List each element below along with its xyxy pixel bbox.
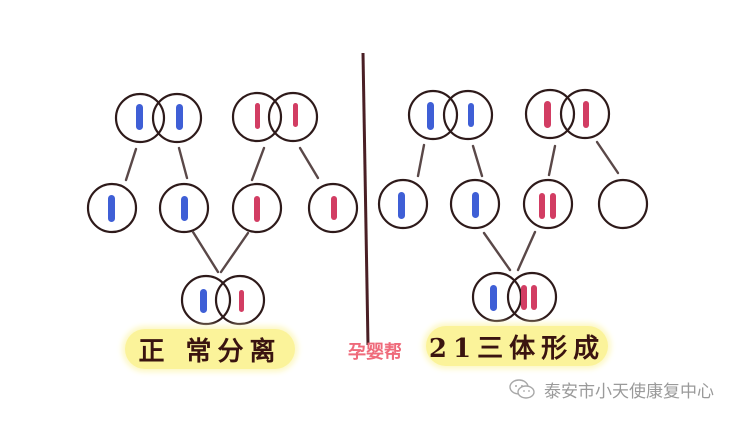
left-gamete-3 — [231, 182, 283, 234]
left-mother-cell-pair — [231, 91, 319, 143]
source-attribution: 泰安市小天使康复中心 — [508, 376, 714, 402]
right-gamete-3-nondisjunction — [522, 178, 574, 230]
right-mother-cell-pair — [524, 88, 611, 140]
watermark-text: 孕婴帮 — [348, 342, 402, 363]
right-panel-trisomy21-formation — [377, 88, 649, 323]
left-gamete-4 — [307, 182, 359, 234]
right-gamete-4-empty — [597, 178, 649, 230]
left-gamete-1 — [86, 182, 138, 234]
right-father-cell-pair — [407, 89, 494, 141]
divider-line — [361, 52, 370, 346]
left-gamete-2 — [158, 182, 210, 234]
label-normal-separation: 正 常分离 — [125, 329, 295, 369]
left-father-cell-pair — [114, 92, 203, 144]
label-trisomy21-formation: 21三体形成 — [426, 326, 608, 366]
right-zygote-trisomy — [471, 271, 558, 323]
right-gamete-2 — [449, 178, 501, 230]
source-text: 泰安市小天使康复中心 — [544, 381, 714, 402]
right-gamete-1 — [377, 178, 429, 230]
wechat-icon — [509, 379, 535, 399]
left-panel-normal-separation — [86, 91, 359, 326]
left-zygote — [180, 274, 266, 326]
